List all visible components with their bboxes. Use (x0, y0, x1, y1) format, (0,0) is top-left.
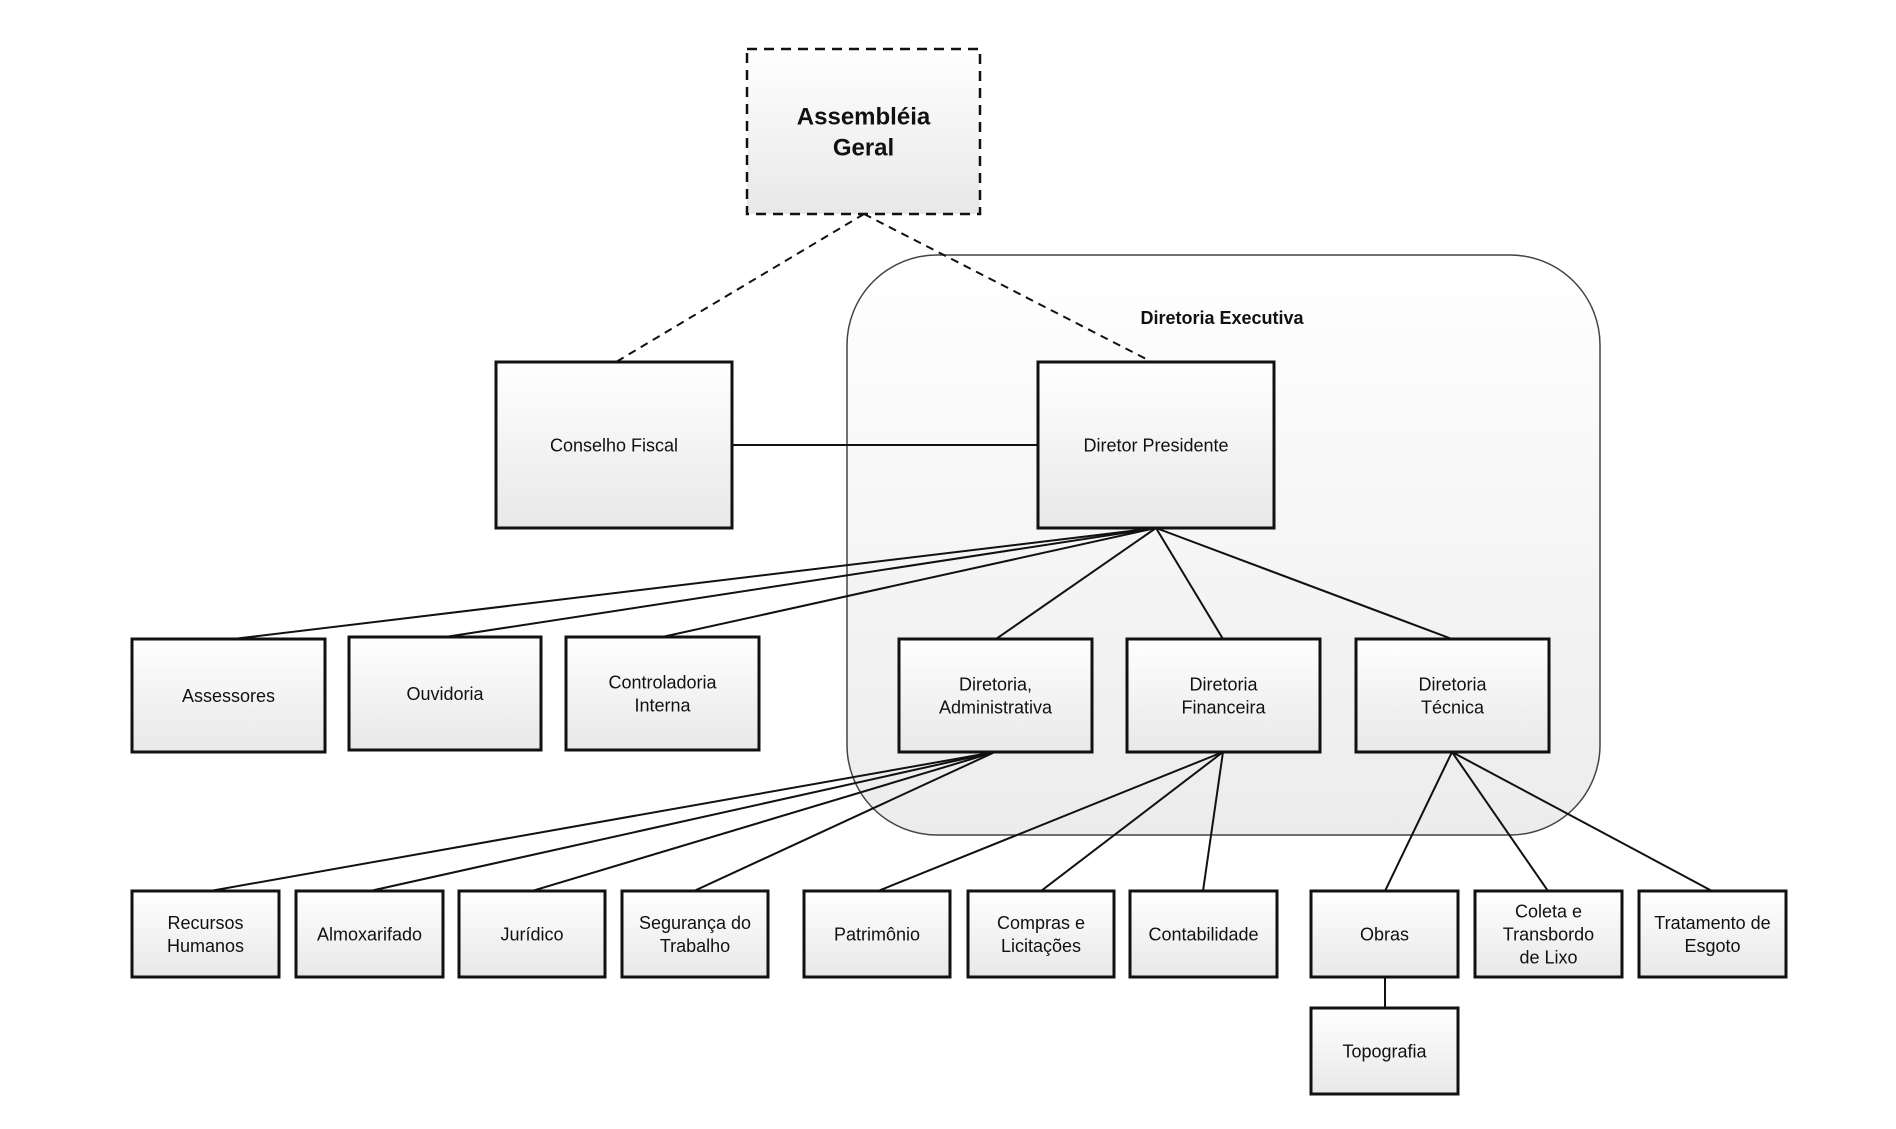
connector-financeira-child-1 (1040, 751, 1224, 892)
box-coleta-label: Coleta e (1515, 901, 1582, 921)
box-ouvidoria: Ouvidoria (347, 635, 543, 752)
connector-presidente-child-1 (444, 527, 1157, 638)
connector-presidente-child-2 (661, 527, 1157, 638)
box-obras-label: Obras (1360, 924, 1409, 944)
box-compras-label: Compras e (997, 913, 1085, 933)
box-contabilidade: Contabilidade (1128, 889, 1279, 979)
box-topografia-label: Topografia (1342, 1041, 1427, 1061)
box-tecnica-label: Diretoria (1418, 674, 1487, 694)
box-administrativa-label: Administrativa (939, 697, 1053, 717)
box-juridico: Jurídico (457, 889, 607, 979)
box-controladoria-label: Controladoria (608, 672, 717, 692)
connector-tecnica-child-2 (1451, 751, 1713, 892)
box-compras-label: Licitações (1001, 936, 1081, 956)
box-ouvidoria-label: Ouvidoria (406, 684, 484, 704)
box-tecnica-label: Técnica (1421, 697, 1485, 717)
box-topografia: Topografia (1309, 1006, 1460, 1096)
box-esgoto-label: Esgoto (1684, 936, 1740, 956)
box-financeira-label: Diretoria (1189, 674, 1258, 694)
connector-financeira-child-2 (1202, 751, 1224, 892)
box-obras: Obras (1309, 889, 1460, 979)
box-compras: Compras e Licitações (966, 889, 1116, 979)
box-conselho: Conselho Fiscal (494, 360, 734, 530)
connector-presidente-child-5 (1155, 527, 1453, 640)
box-patrimonio-label: Patrimônio (834, 924, 920, 944)
connector-administrativa-child-2 (531, 751, 996, 892)
box-controladoria-label: Interna (634, 695, 691, 715)
connector-presidente-child-3 (995, 527, 1157, 640)
connector-administrativa-child-1 (369, 751, 996, 892)
box-seguranca-label: Segurança do (639, 913, 751, 933)
connector-tecnica-child-1 (1451, 751, 1549, 892)
connector-administrativa-child-3 (693, 751, 996, 892)
box-assessores: Assessores (130, 637, 327, 754)
connector-assembleia-presidente (863, 213, 1153, 363)
box-juridico-label: Jurídico (500, 924, 563, 944)
box-administrativa: Diretoria, Administrativa (897, 637, 1094, 754)
box-seguranca: Segurança do Trabalho (620, 889, 770, 979)
box-coleta: Coleta e Transbordo de Lixo (1473, 889, 1624, 979)
box-presidente-label: Diretor Presidente (1083, 435, 1228, 455)
box-presidente: Diretor Presidente (1036, 360, 1276, 530)
box-seguranca-label: Trabalho (660, 936, 730, 956)
box-rh-label: Recursos (167, 913, 243, 933)
box-administrativa-label: Diretoria, (959, 674, 1032, 694)
connector-presidente-child-4 (1155, 527, 1224, 640)
box-coleta-label: de Lixo (1519, 947, 1577, 967)
group-title: Diretoria Executiva (1140, 308, 1304, 328)
connector-financeira-child-0 (877, 751, 1224, 892)
connector-tecnica-child-0 (1384, 751, 1453, 892)
connector-assembleia-conselho (615, 213, 865, 363)
box-contabilidade-label: Contabilidade (1148, 924, 1258, 944)
connector-presidente-child-0 (232, 527, 1157, 640)
box-almox-label: Almoxarifado (317, 924, 422, 944)
box-patrimonio: Patrimônio (802, 889, 952, 979)
box-financeira-label: Financeira (1181, 697, 1266, 717)
box-esgoto: Tratamento de Esgoto (1637, 889, 1788, 979)
box-top-label: Geral (833, 134, 894, 161)
box-almox: Almoxarifado (294, 889, 445, 979)
box-assessores-label: Assessores (182, 686, 275, 706)
box-top-label: Assembléia (797, 104, 931, 131)
box-esgoto-label: Tratamento de (1654, 913, 1770, 933)
box-rh-label: Humanos (167, 936, 244, 956)
box-conselho-label: Conselho Fiscal (550, 435, 678, 455)
connector-administrativa-child-0 (209, 751, 996, 892)
box-coleta-label: Transbordo (1503, 924, 1594, 944)
